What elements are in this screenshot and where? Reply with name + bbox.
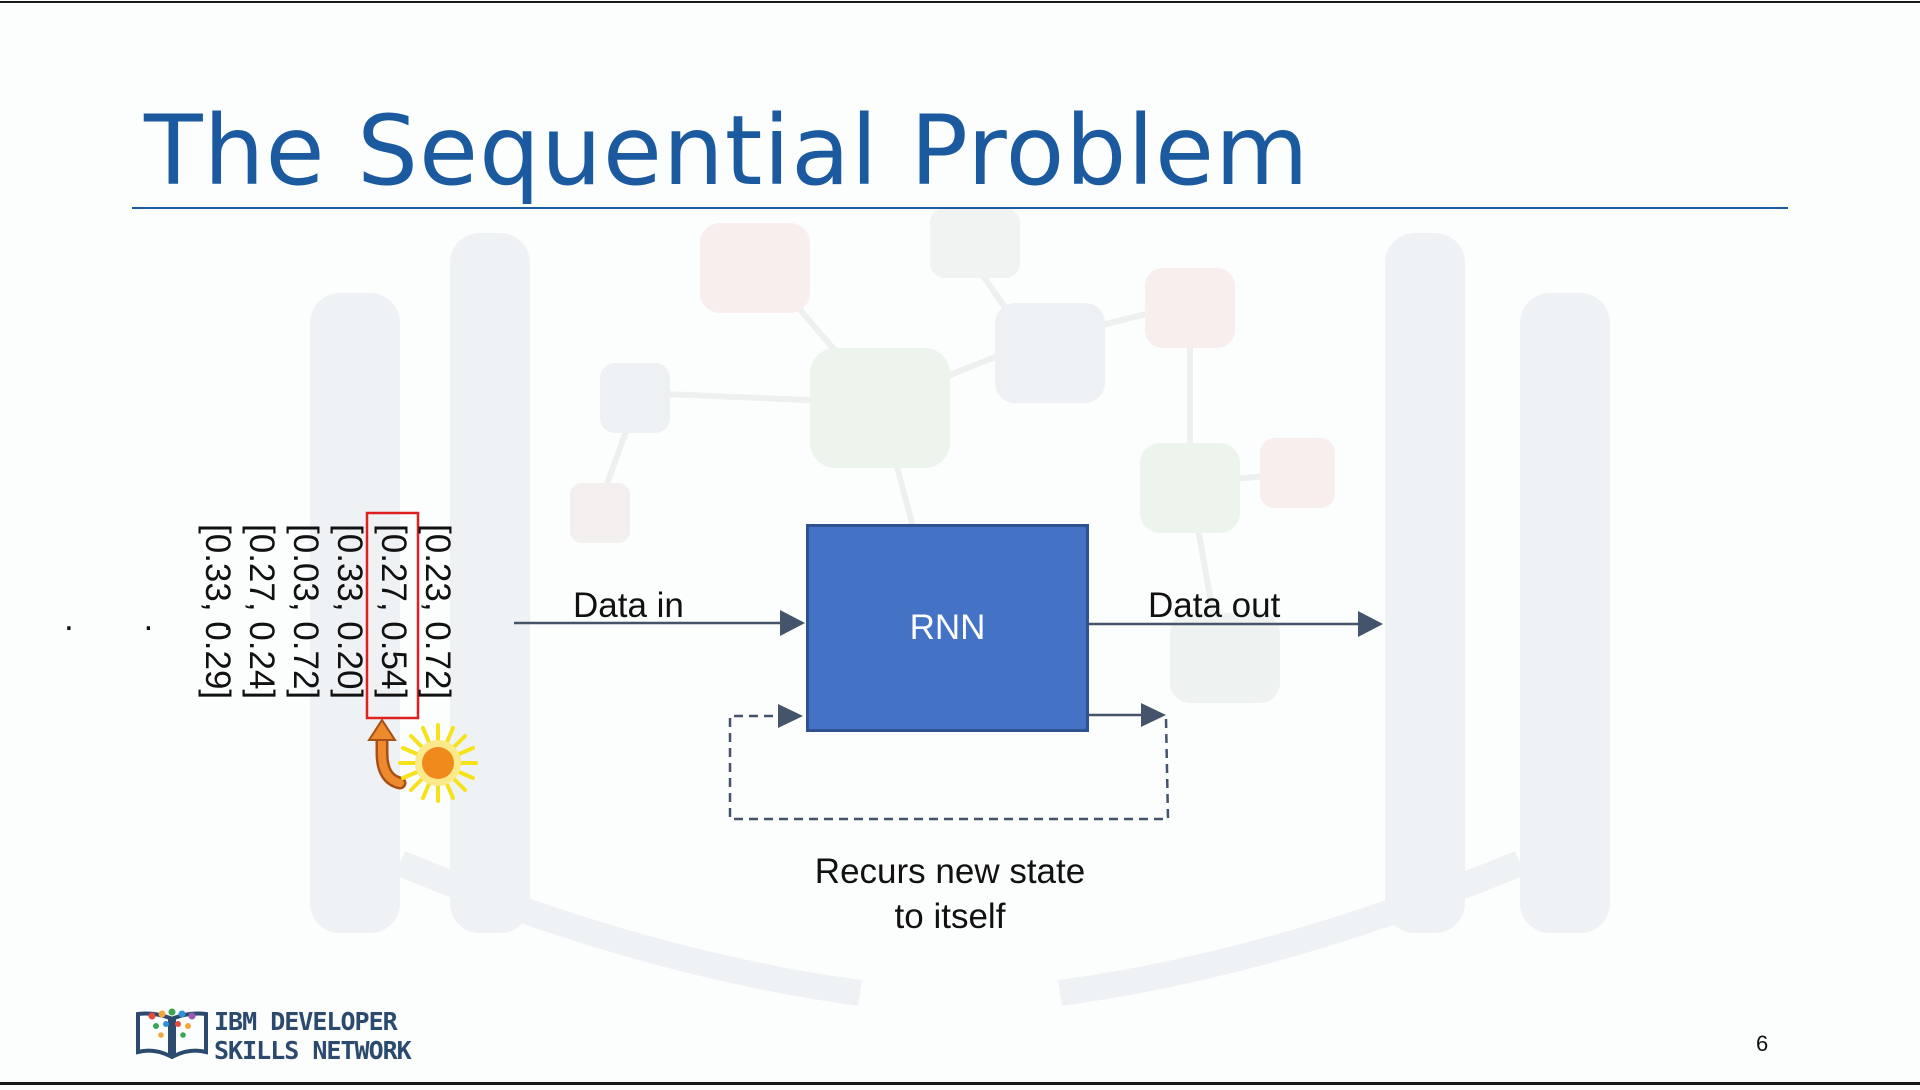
data-in-arrow [514, 610, 805, 636]
curved-arrow-icon [367, 718, 407, 790]
book-logo-icon [136, 1008, 208, 1060]
rnn-box: RNN [806, 524, 1089, 732]
vector-label: [0.27, 0.54] [374, 524, 413, 700]
vector-label: [0.03, 0.72] [286, 524, 325, 700]
recurrent-loop-arrow [728, 703, 1170, 821]
loop-caption-line-1: Recurs new state [814, 852, 1086, 891]
logo-wordmark: IBM DEVELOPER SKILLS NETWORK [214, 1007, 412, 1065]
vector-label: [0.33, 0.20] [330, 524, 369, 700]
logo-line-1: IBM DEVELOPER [214, 1007, 398, 1036]
vector-label: [0.27, 0.24] [242, 524, 281, 700]
data-out-arrow [1089, 611, 1383, 637]
ibm-skills-network-logo: IBM DEVELOPER SKILLS NETWORK [134, 1004, 414, 1065]
watermark-book-network-graphic [310, 208, 1610, 1006]
vector-label: [0.23, 0.72] [418, 524, 457, 700]
loop-caption-line-2: to itself [894, 897, 1006, 936]
sequence-ellipsis: . . . [64, 599, 263, 638]
slide-title: The Sequential Problem [144, 95, 1310, 207]
data-in-label: Data in [573, 586, 684, 625]
page-number: 6 [1756, 1031, 1769, 1056]
sun-icon [398, 723, 478, 803]
rnn-label: RNN [909, 608, 986, 647]
title-underline [132, 207, 1788, 209]
logo-line-2: SKILLS NETWORK [214, 1036, 412, 1065]
highlight-box [365, 511, 420, 720]
vector-label: [0.33, 0.29] [198, 524, 237, 700]
loop-caption: Recurs new state to itself [780, 849, 1120, 939]
rnn-diagram-arrows [365, 511, 1383, 821]
data-out-label: Data out [1148, 586, 1281, 625]
